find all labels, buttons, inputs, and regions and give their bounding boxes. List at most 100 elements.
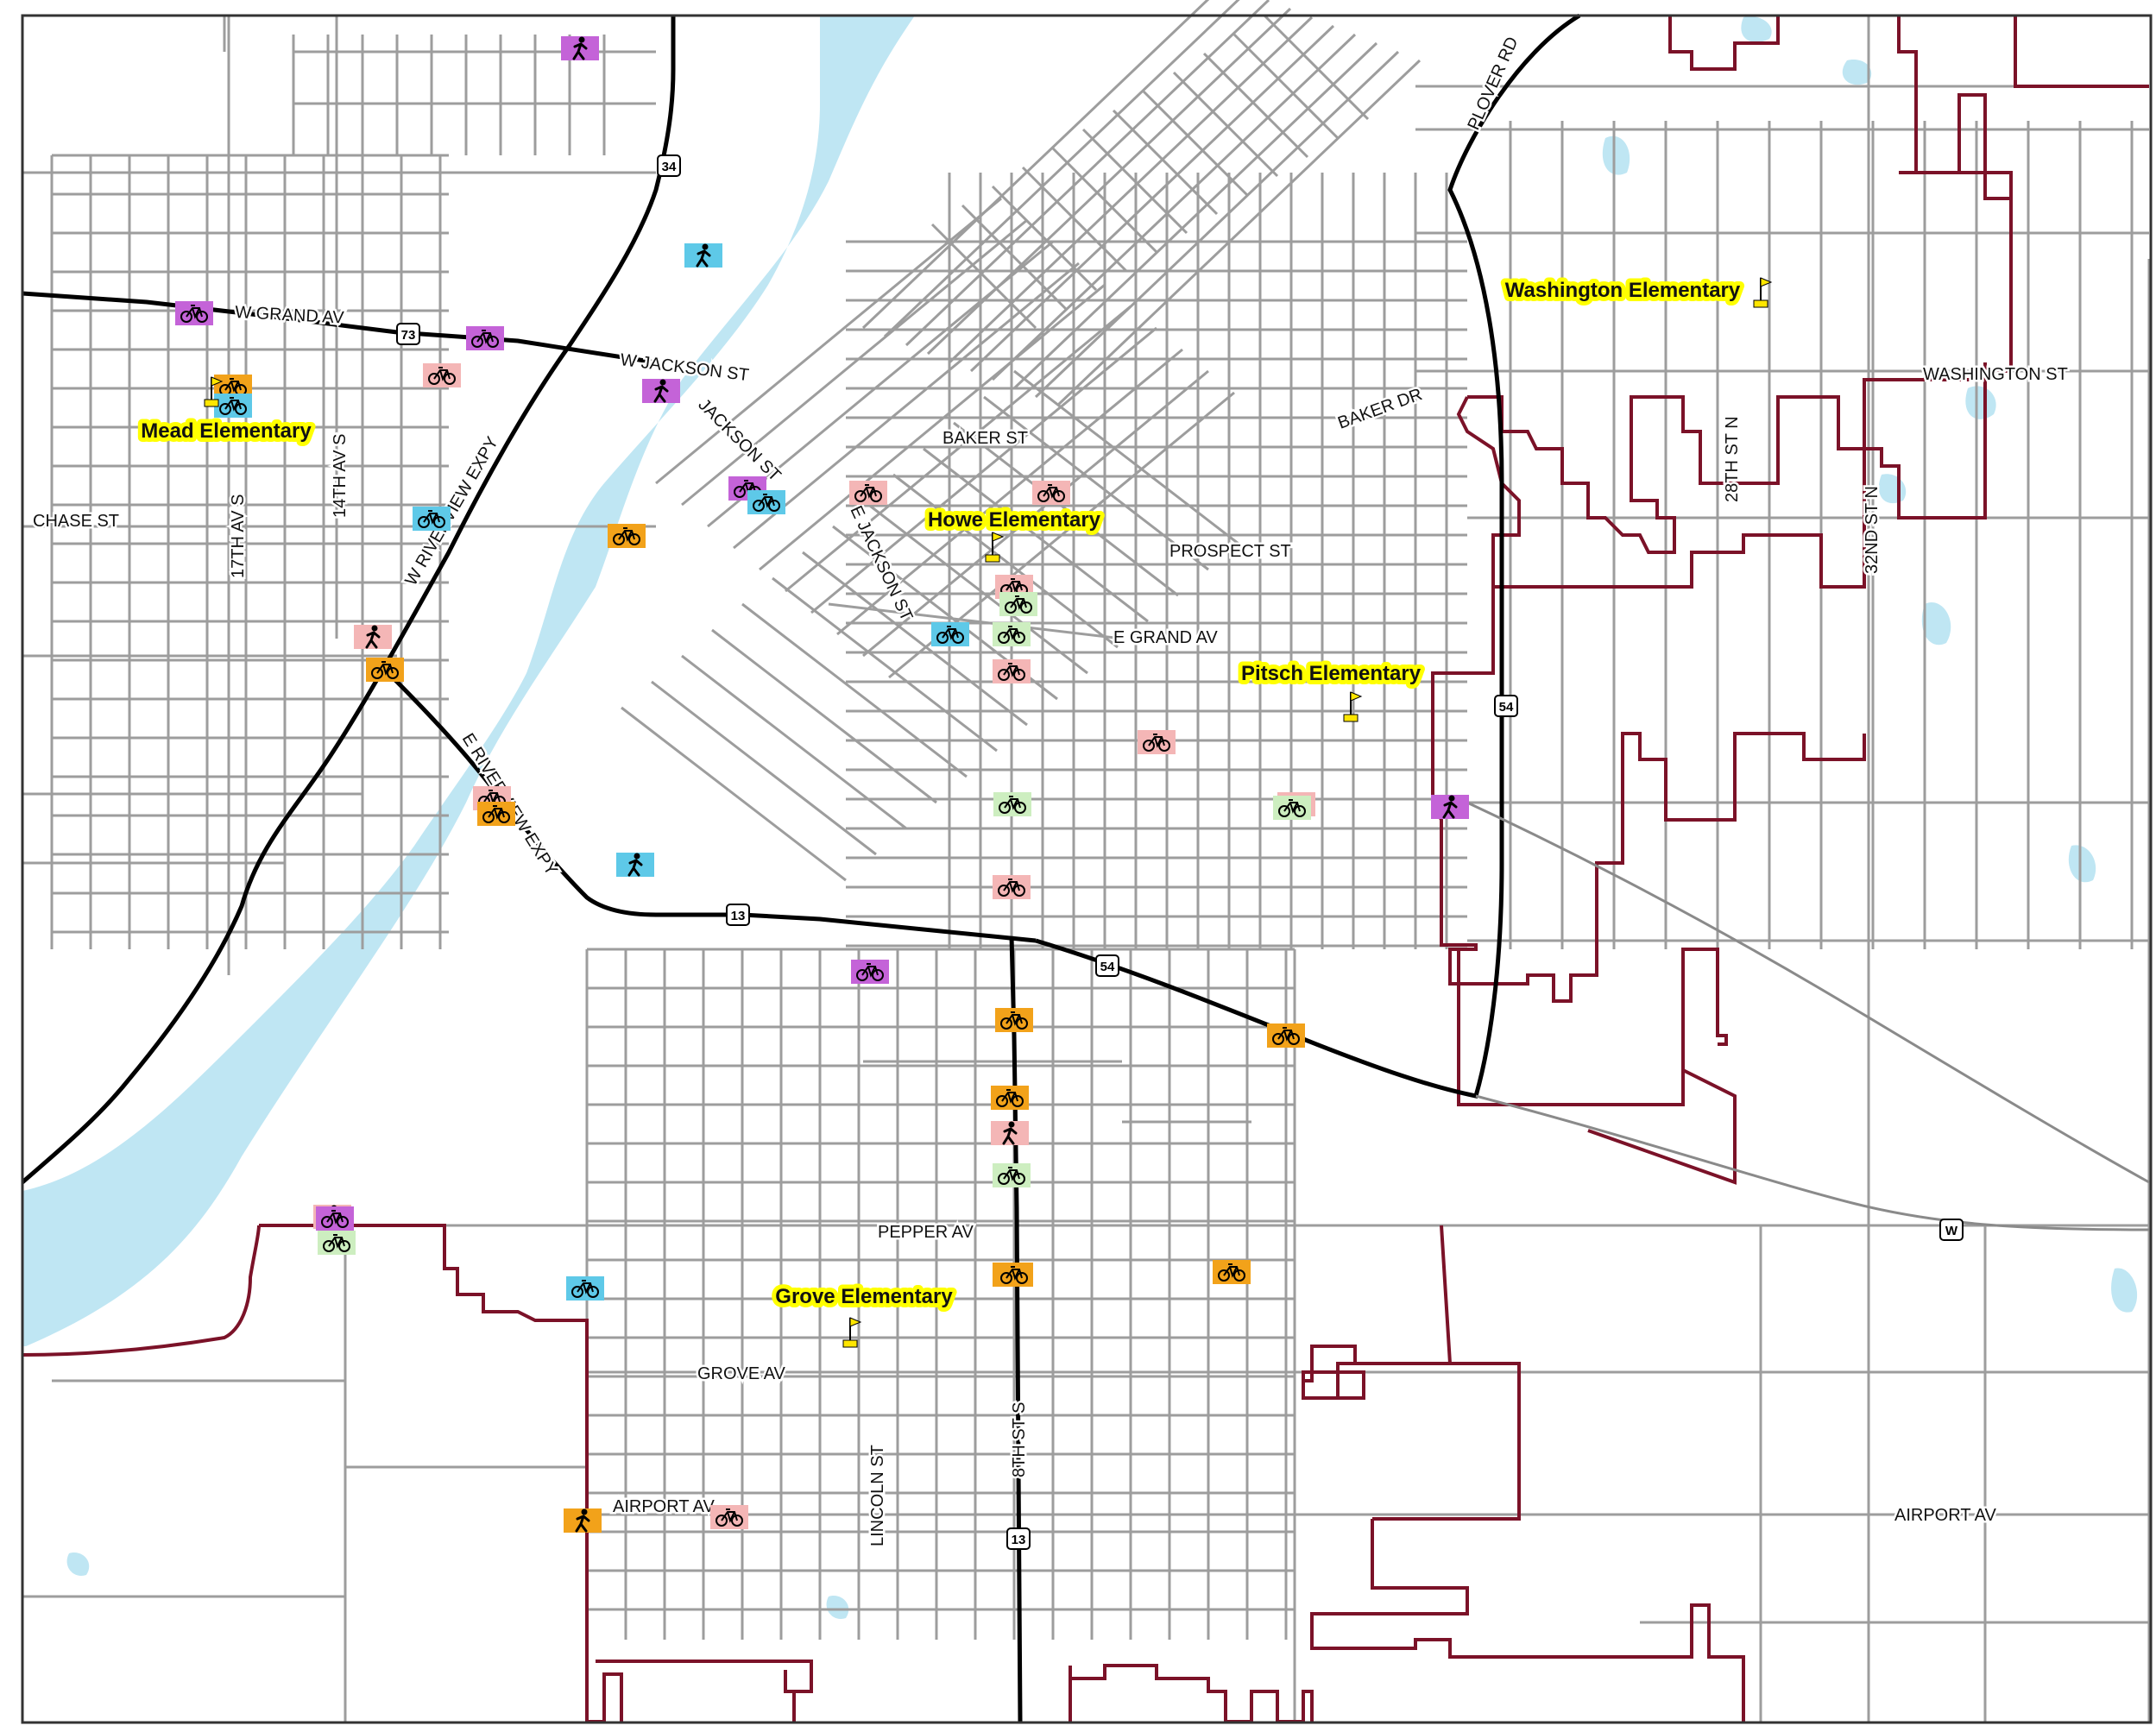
frame bbox=[1001, 1089, 1018, 1104]
lake-6 bbox=[1921, 602, 1951, 646]
bicycle-crash-marker[interactable] bbox=[413, 507, 451, 531]
wheel bbox=[1013, 1173, 1025, 1185]
bicycle-crash-marker[interactable] bbox=[931, 622, 969, 646]
pedestrian-crash-marker[interactable] bbox=[564, 1508, 602, 1533]
bicycle-icon bbox=[716, 1508, 743, 1527]
street-segment bbox=[1056, 59, 1422, 407]
street-segment bbox=[862, 499, 1088, 675]
street-label: 32ND ST N bbox=[1863, 486, 1882, 574]
flag-cloth bbox=[1760, 277, 1773, 287]
street-segment bbox=[759, 283, 1106, 571]
wheel bbox=[854, 490, 867, 502]
bicycle-crash-marker[interactable] bbox=[747, 490, 785, 514]
bicycle-crash-marker[interactable] bbox=[175, 301, 213, 325]
street-label: 8TH ST S bbox=[1010, 1402, 1029, 1477]
wheel bbox=[1288, 1033, 1300, 1045]
body bbox=[696, 249, 711, 268]
wheel bbox=[1037, 490, 1050, 502]
pedestrian-crash-marker[interactable] bbox=[991, 1121, 1029, 1145]
bicycle-crash-marker[interactable] bbox=[851, 960, 889, 984]
bicycle-crash-marker[interactable] bbox=[849, 481, 887, 505]
street-segment bbox=[802, 551, 1028, 727]
frame bbox=[1010, 595, 1027, 610]
bicycle-crash-marker[interactable] bbox=[477, 802, 515, 826]
shield-outline bbox=[1095, 954, 1119, 977]
wheel bbox=[998, 885, 1010, 897]
street-segment bbox=[892, 473, 1119, 649]
bicycle-crash-marker[interactable] bbox=[214, 394, 252, 418]
street-segment bbox=[1263, 14, 1370, 121]
pedestrian-crash-marker[interactable] bbox=[561, 36, 599, 60]
frame bbox=[488, 805, 505, 820]
bicycle-crash-marker[interactable] bbox=[710, 1505, 748, 1529]
pedestrian-crash-marker[interactable] bbox=[684, 243, 722, 268]
bicycle-crash-marker[interactable] bbox=[993, 659, 1031, 683]
bicycle-crash-marker[interactable] bbox=[993, 622, 1031, 646]
body bbox=[627, 859, 643, 877]
flag-base bbox=[204, 399, 219, 407]
street-segment bbox=[772, 576, 998, 753]
bicycle-crash-marker[interactable] bbox=[316, 1206, 354, 1231]
school-flag-icon bbox=[1753, 277, 1773, 308]
head bbox=[371, 625, 378, 632]
pedestrian-crash-marker[interactable] bbox=[354, 625, 392, 649]
bicycle-crash-marker[interactable] bbox=[466, 326, 504, 350]
shield-outline bbox=[726, 904, 750, 926]
bicycle-icon bbox=[371, 661, 399, 679]
bicycle-crash-marker[interactable] bbox=[1032, 481, 1070, 505]
bicycle-crash-marker[interactable] bbox=[1267, 1023, 1305, 1048]
lake-9 bbox=[66, 1553, 90, 1576]
bicycle-crash-marker[interactable] bbox=[608, 524, 646, 548]
school-name: Washington Elementary bbox=[1505, 279, 1741, 302]
wheel bbox=[1013, 885, 1025, 897]
bicycle-crash-marker[interactable] bbox=[999, 592, 1037, 616]
crash-markers[interactable] bbox=[175, 36, 1469, 1533]
bicycle-icon bbox=[1000, 578, 1028, 596]
bicycle-crash-marker[interactable] bbox=[995, 1008, 1033, 1032]
bicycle-crash-marker[interactable] bbox=[1213, 1260, 1251, 1284]
bicycle-crash-marker[interactable] bbox=[991, 1086, 1029, 1110]
bicycle-crash-marker[interactable] bbox=[318, 1231, 356, 1255]
bicycle-icon bbox=[219, 397, 247, 415]
bicycle-crash-marker[interactable] bbox=[1273, 796, 1311, 820]
bicycle-icon bbox=[323, 1234, 350, 1252]
map-border bbox=[21, 14, 2153, 1724]
bicycle-crash-marker[interactable] bbox=[995, 1263, 1033, 1287]
wheel bbox=[1143, 740, 1155, 752]
pedestrian-crash-marker[interactable] bbox=[642, 379, 680, 403]
bicycle-crash-marker[interactable] bbox=[993, 875, 1031, 899]
bicycle-crash-marker[interactable] bbox=[993, 792, 1031, 816]
body bbox=[575, 1515, 590, 1533]
highway-shield: 13 bbox=[1006, 1527, 1031, 1550]
street-segment bbox=[905, 0, 1270, 347]
wheel bbox=[1053, 490, 1065, 502]
bicycle-crash-marker[interactable] bbox=[993, 1163, 1031, 1187]
boundary-east-annex bbox=[1467, 395, 1882, 554]
lake-2 bbox=[1842, 60, 1872, 85]
boundary-central-east bbox=[1431, 396, 1866, 1003]
street-segment bbox=[1112, 109, 1219, 216]
lake-3 bbox=[1602, 135, 1630, 175]
frame bbox=[1223, 1263, 1240, 1278]
wheel bbox=[1158, 740, 1170, 752]
wheel bbox=[1294, 805, 1306, 817]
bicycle-crash-marker[interactable] bbox=[566, 1276, 604, 1301]
pedestrian-crash-marker[interactable] bbox=[616, 853, 654, 877]
bicycle-icon bbox=[996, 1089, 1024, 1107]
bicycle-crash-marker[interactable] bbox=[1138, 730, 1176, 754]
school-label-halo: Grove Elementary bbox=[775, 1285, 953, 1308]
highway-shield: 54 bbox=[1494, 695, 1518, 717]
bicycle-crash-marker[interactable] bbox=[423, 363, 461, 387]
street-segment bbox=[991, 185, 1098, 292]
bicycle-crash-marker[interactable] bbox=[366, 658, 404, 682]
flag-cloth bbox=[1350, 691, 1363, 702]
pedestrian-crash-marker[interactable] bbox=[1431, 795, 1469, 819]
bicycle-icon bbox=[1272, 1027, 1300, 1045]
